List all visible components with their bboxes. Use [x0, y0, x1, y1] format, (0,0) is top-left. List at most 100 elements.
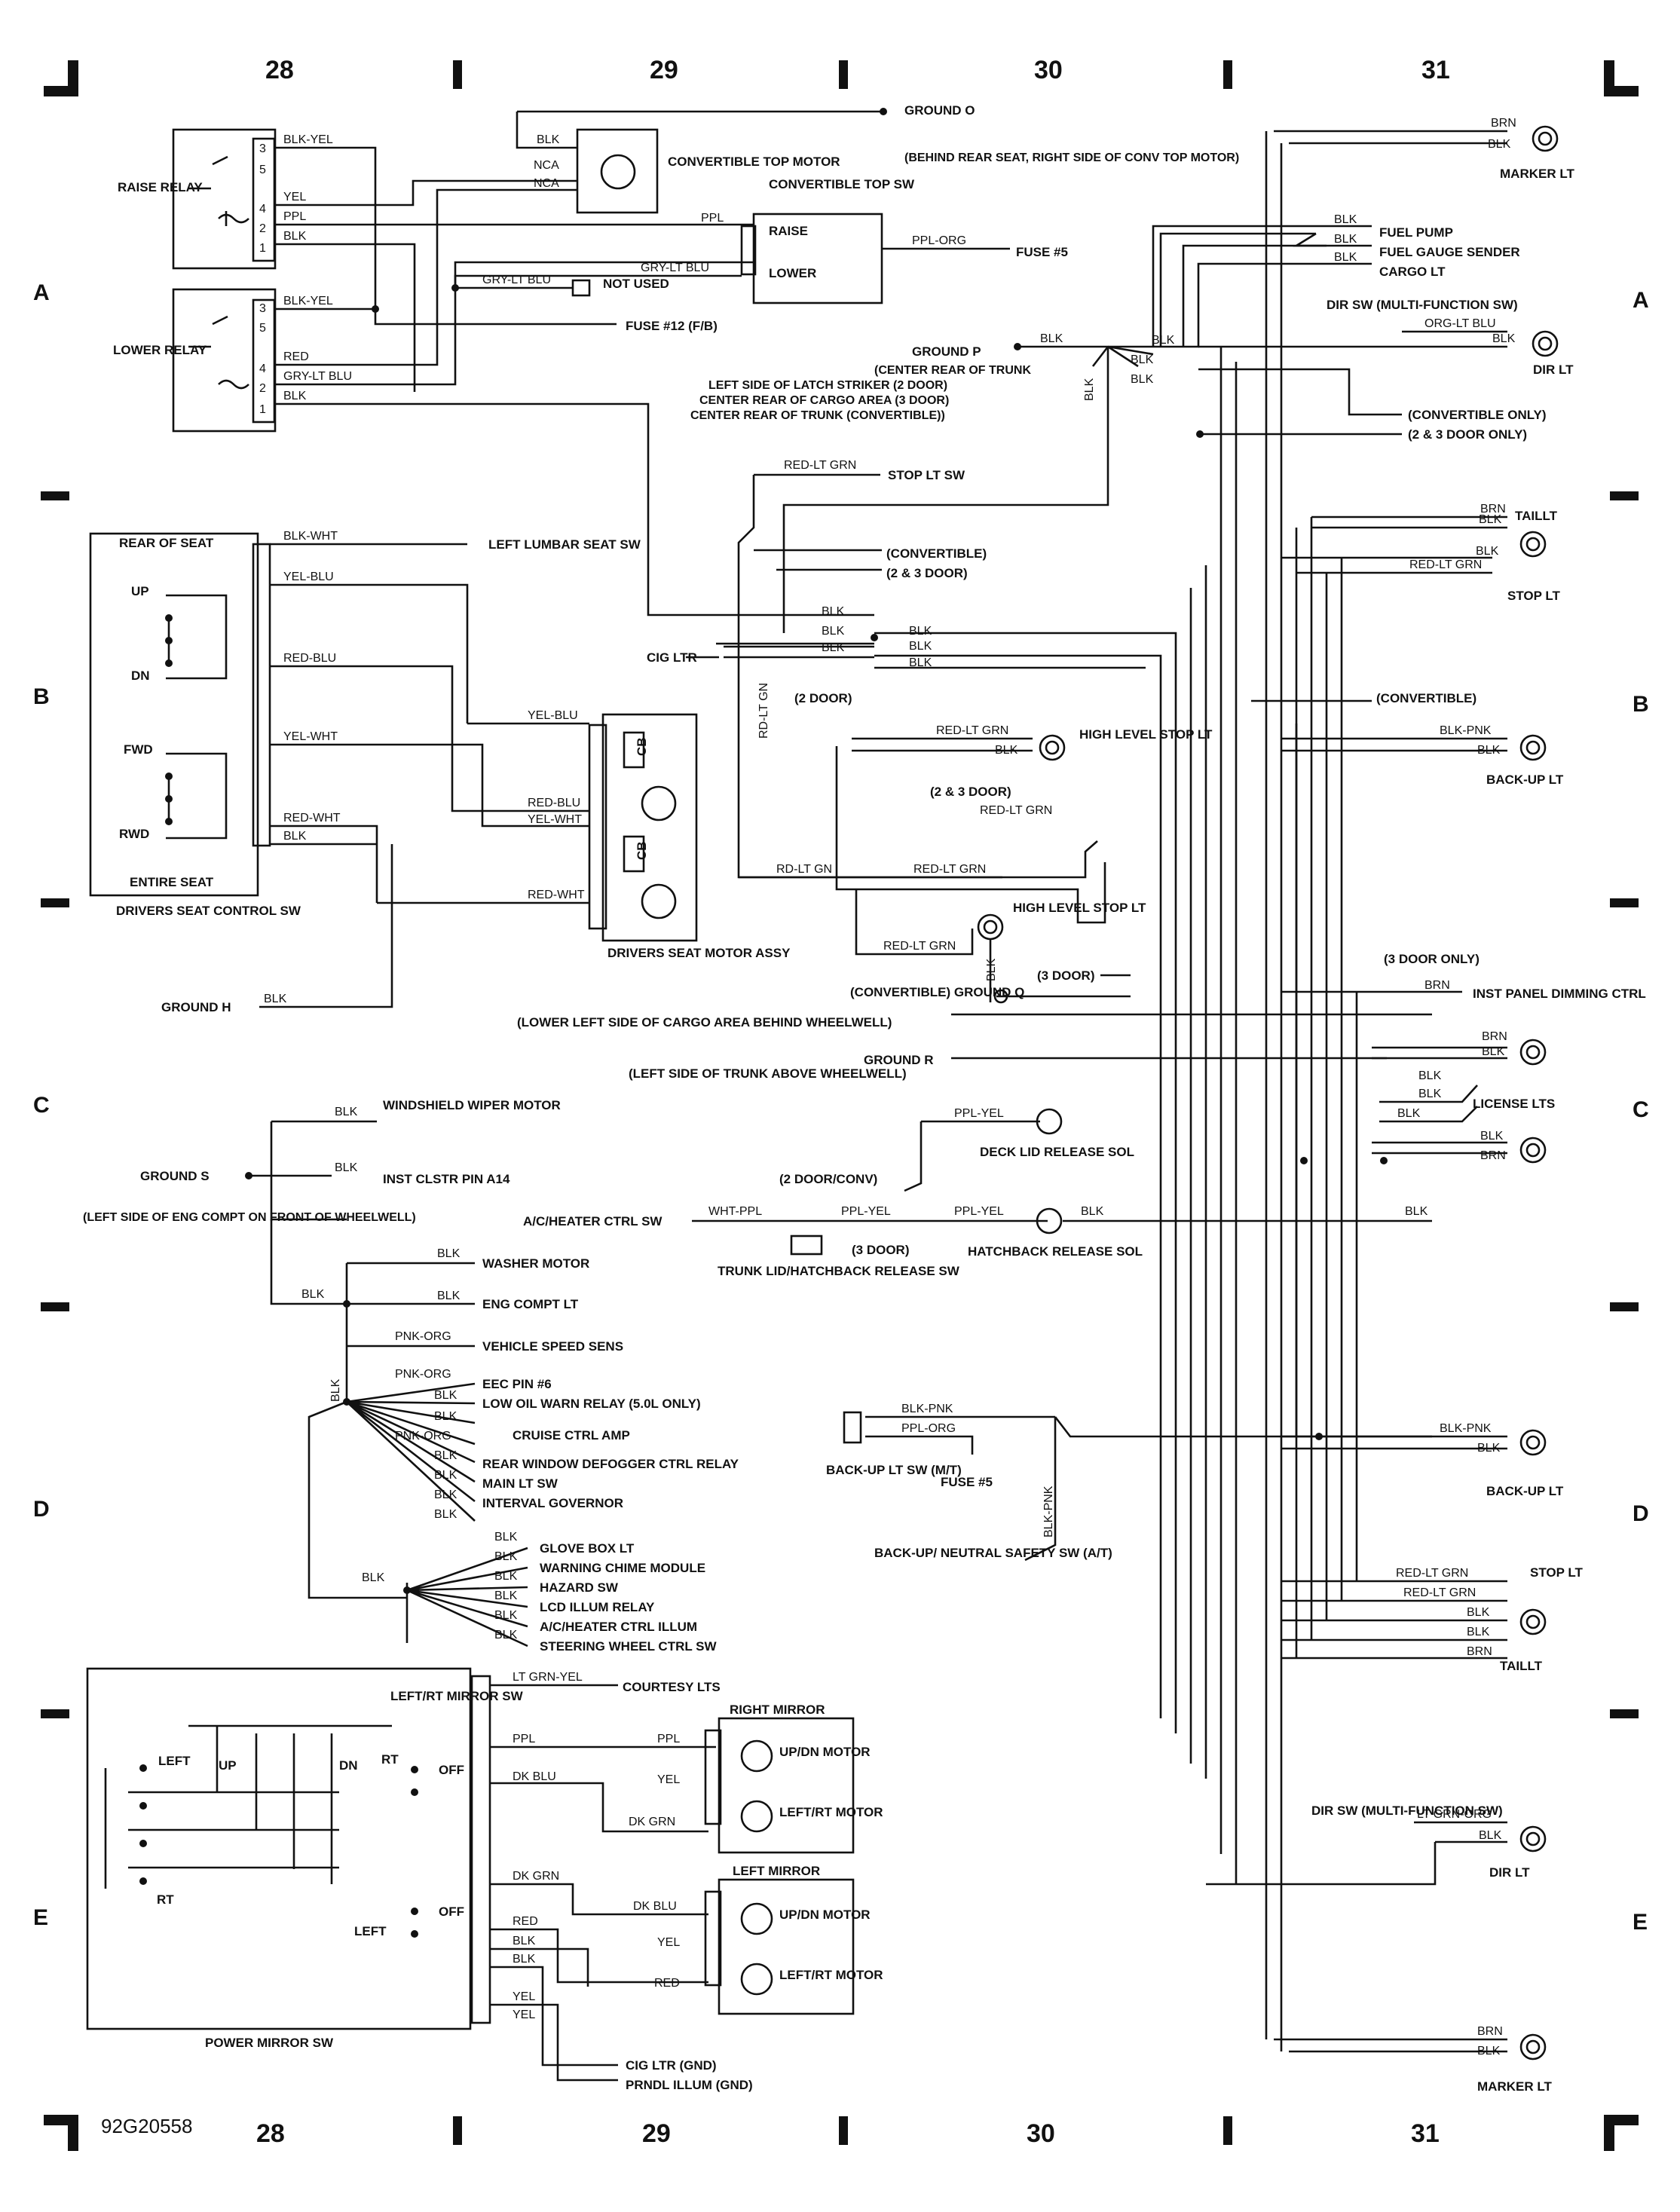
svg-text:RED: RED [283, 350, 309, 363]
svg-text:LT GRN-ORG: LT GRN-ORG [1417, 1808, 1492, 1821]
svg-text:FWD: FWD [124, 742, 153, 757]
svg-text:(2 & 3 DOOR): (2 & 3 DOOR) [930, 785, 1011, 799]
svg-text:OFF: OFF [439, 1905, 464, 1919]
svg-text:RED-BLU: RED-BLU [283, 652, 336, 665]
left-mirror: LEFT MIRROR UP/DN MOTOR LEFT/RT MOTOR DK… [633, 1864, 883, 2015]
svg-text:LEFT/RT MOTOR: LEFT/RT MOTOR [779, 1968, 883, 1982]
svg-text:RD-LT GN: RD-LT GN [776, 863, 832, 876]
svg-text:PPL: PPL [657, 1733, 680, 1745]
svg-text:BLK: BLK [1418, 1088, 1442, 1100]
svg-text:PPL-YEL: PPL-YEL [841, 1205, 891, 1218]
svg-text:PRNDL ILLUM (GND): PRNDL ILLUM (GND) [626, 2078, 753, 2092]
column-number: 28 [256, 2119, 285, 2148]
svg-text:ORG-LT BLU: ORG-LT BLU [1424, 317, 1496, 330]
svg-text:WHT-PPL: WHT-PPL [708, 1205, 762, 1218]
zone-letter: A [33, 280, 50, 305]
svg-text:RED-LT GRN: RED-LT GRN [980, 804, 1052, 817]
svg-text:GROUND H: GROUND H [161, 1000, 231, 1014]
svg-text:RED: RED [513, 1915, 538, 1928]
svg-text:(3 DOOR): (3 DOOR) [852, 1243, 910, 1257]
svg-text:CB: CB [635, 737, 649, 756]
svg-text:RED-LT GRN: RED-LT GRN [1396, 1567, 1468, 1580]
svg-text:BLK: BLK [494, 1589, 518, 1602]
svg-text:GRY-LT BLU: GRY-LT BLU [283, 370, 352, 383]
svg-text:DIR SW (MULTI-FUNCTION SW): DIR SW (MULTI-FUNCTION SW) [1311, 1804, 1503, 1818]
svg-text:GLOVE BOX LT: GLOVE BOX LT [540, 1541, 635, 1556]
svg-text:BLK: BLK [1480, 1130, 1504, 1143]
svg-text:BLK: BLK [434, 1389, 457, 1402]
svg-text:BLK: BLK [283, 830, 307, 843]
svg-text:LCD ILLUM RELAY: LCD ILLUM RELAY [540, 1600, 655, 1614]
svg-text:BACK-UP/ NEUTRAL SAFETY SW (A/: BACK-UP/ NEUTRAL SAFETY SW (A/T) [874, 1546, 1112, 1560]
diagram-id: 92G20558 [101, 2115, 192, 2137]
svg-text:LEFT MIRROR: LEFT MIRROR [733, 1864, 820, 1878]
svg-text:BLK: BLK [1083, 378, 1096, 401]
svg-text:REAR WINDOW DEFOGGER CTRL RELA: REAR WINDOW DEFOGGER CTRL RELAY [482, 1457, 739, 1471]
svg-text:(CONVERTIBLE) GROUND Q: (CONVERTIBLE) GROUND Q [850, 985, 1024, 999]
svg-text:STEERING WHEEL CTRL SW: STEERING WHEEL CTRL SW [540, 1639, 718, 1654]
svg-text:LEFT: LEFT [354, 1924, 387, 1938]
svg-text:YEL-BLU: YEL-BLU [283, 571, 334, 583]
svg-text:STOP LT: STOP LT [1507, 589, 1561, 603]
svg-text:OFF: OFF [439, 1763, 464, 1777]
svg-text:BLK: BLK [1467, 1626, 1490, 1638]
svg-text:LT GRN-YEL: LT GRN-YEL [513, 1671, 583, 1684]
right-mirror: RIGHT MIRROR UP/DN MOTOR LEFT/RT MOTOR P… [629, 1703, 883, 1854]
svg-text:BRN: BRN [1424, 979, 1450, 992]
svg-text:RIGHT MIRROR: RIGHT MIRROR [730, 1703, 825, 1717]
svg-text:RT: RT [157, 1892, 174, 1907]
svg-text:DN: DN [339, 1758, 358, 1773]
svg-text:(CONVERTIBLE): (CONVERTIBLE) [886, 546, 987, 561]
svg-text:RED-LT GRN: RED-LT GRN [784, 459, 856, 472]
svg-text:RAISE: RAISE [769, 224, 808, 238]
svg-text:STOP LT: STOP LT [1530, 1565, 1584, 1580]
svg-text:RED-WHT: RED-WHT [528, 889, 585, 901]
svg-text:(LEFT SIDE OF ENG COMPT ON FRO: (LEFT SIDE OF ENG COMPT ON FRONT OF WHEE… [83, 1211, 416, 1224]
column-number: 31 [1421, 56, 1450, 84]
svg-text:HIGH LEVEL STOP LT: HIGH LEVEL STOP LT [1079, 727, 1213, 742]
fuel-cargo: BLK BLK BLK FUEL PUMP FUEL GAUGE SENDER … [1293, 213, 1520, 279]
svg-text:BLK: BLK [1477, 1442, 1501, 1455]
svg-text:CIG LTR (GND): CIG LTR (GND) [626, 2058, 717, 2073]
svg-text:GROUND R: GROUND R [864, 1053, 934, 1067]
column-number: 29 [650, 56, 678, 84]
svg-text:2: 2 [259, 382, 266, 395]
svg-text:1: 1 [259, 403, 266, 416]
svg-text:TAILLT: TAILLT [1500, 1659, 1543, 1673]
svg-text:CONVERTIBLE TOP SW: CONVERTIBLE TOP SW [769, 177, 915, 191]
svg-text:BLK: BLK [1405, 1205, 1428, 1218]
svg-text:BLK: BLK [494, 1629, 518, 1641]
zone-letter: D [33, 1497, 50, 1522]
svg-text:3: 3 [259, 302, 266, 315]
svg-text:PPL: PPL [283, 210, 306, 223]
svg-text:DK GRN: DK GRN [629, 1816, 675, 1828]
ground-s: BLK WINDSHIELD WIPER MOTOR BLK INST CLST… [83, 1098, 561, 1224]
svg-text:CARGO LT: CARGO LT [1379, 265, 1446, 279]
svg-text:BACK-UP LT: BACK-UP LT [1486, 1484, 1564, 1498]
svg-text:PNK-ORG: PNK-ORG [395, 1330, 451, 1343]
svg-text:PPL-ORG: PPL-ORG [901, 1422, 956, 1435]
svg-text:YEL: YEL [657, 1936, 680, 1949]
convertible-top-motor: BLK NCA NCA CONVERTIBLE TOP MOTOR GROUND… [516, 103, 1239, 214]
svg-text:STOP LT SW: STOP LT SW [888, 468, 965, 482]
svg-text:BLK-PNK: BLK-PNK [1440, 1422, 1492, 1435]
svg-text:BLK: BLK [513, 1953, 536, 1966]
svg-text:BLK: BLK [909, 640, 932, 653]
svg-text:(CONVERTIBLE): (CONVERTIBLE) [1376, 691, 1477, 705]
svg-text:YEL: YEL [657, 1773, 680, 1786]
svg-text:YEL-WHT: YEL-WHT [283, 730, 338, 743]
svg-text:FUSE #5: FUSE #5 [1016, 245, 1068, 259]
svg-text:RED-LT GRN: RED-LT GRN [913, 863, 986, 876]
dir-lt-lower: DIR SW (MULTI-FUNCTION SW) LT GRN-ORG BL… [1206, 1804, 1547, 1886]
svg-text:UP: UP [219, 1758, 237, 1773]
svg-text:BLK: BLK [1482, 1045, 1505, 1058]
svg-text:1: 1 [259, 242, 266, 255]
svg-text:BLK: BLK [1476, 545, 1499, 558]
frame-marks [41, 60, 1639, 2151]
column-number: 31 [1411, 2119, 1440, 2148]
svg-text:ENG COMPT LT: ENG COMPT LT [482, 1297, 579, 1311]
svg-text:BLK: BLK [1334, 251, 1357, 264]
svg-text:BLK: BLK [437, 1290, 461, 1302]
